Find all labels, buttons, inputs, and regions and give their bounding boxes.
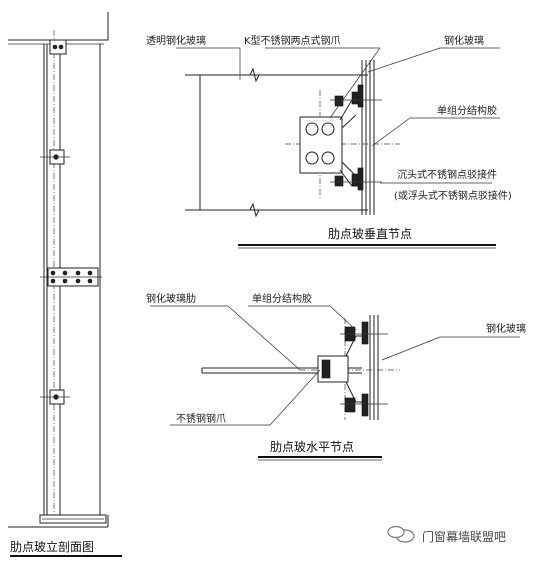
horizontal-node: 钢化玻璃肋 单组分结构胶 钢化玻璃 不锈钢钢爪 肋点玻水平节点 — [146, 292, 526, 461]
vertical-node-title: 肋点玻垂直节点 — [328, 226, 412, 241]
label-clear-glass: 透明钢化玻璃 — [146, 34, 206, 47]
elevation-section: 肋点玻立剖面图 — [8, 12, 122, 557]
label-structural-sealant-h: 单组分结构胶 — [252, 292, 312, 305]
horizontal-node-title: 肋点玻水平节点 — [270, 439, 354, 454]
label-k-claw: K型不锈钢两点式钢爪 — [244, 34, 341, 47]
label-floating-fitting: (或浮头式不锈钢点驳接件) — [394, 189, 512, 202]
label-structural-sealant-v: 单组分结构胶 — [437, 104, 497, 117]
label-ss-claw: 不锈钢钢爪 — [176, 412, 226, 425]
elevation-title: 肋点玻立剖面图 — [10, 539, 94, 554]
label-countersunk-fitting: 沉头式不锈钢点驳接件 — [397, 168, 497, 181]
watermark: 门窗幕墙联盟吧 — [387, 525, 506, 544]
label-tempered-glass-v: 钢化玻璃 — [444, 34, 484, 47]
fitting-1 — [49, 39, 67, 55]
chat-bubble-icon — [387, 525, 415, 543]
watermark-text: 门窗幕墙联盟吧 — [422, 529, 506, 544]
fitting-3-splice — [40, 267, 102, 287]
vertical-node: 透明钢化玻璃 K型不锈钢两点式钢爪 钢化玻璃 单组分结构胶 沉头式不锈钢点驳接件… — [146, 34, 512, 249]
label-tempered-glass-h: 钢化玻璃 — [486, 322, 526, 335]
fitting-2 — [40, 149, 70, 165]
label-glass-fin: 钢化玻璃肋 — [146, 292, 196, 305]
fitting-4 — [40, 389, 70, 405]
